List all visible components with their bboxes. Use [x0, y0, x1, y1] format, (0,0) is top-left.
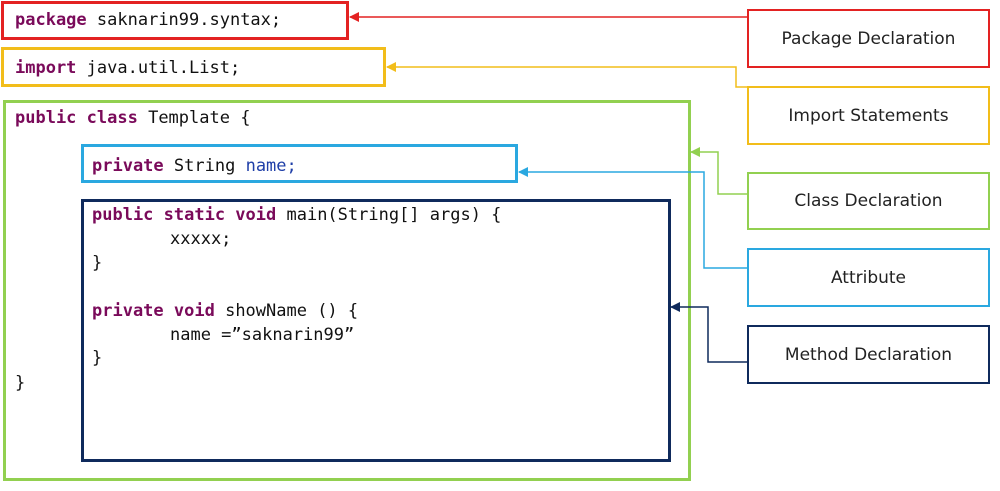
method-arrow [670, 302, 748, 363]
attribute-box [81, 144, 518, 183]
import-box [1, 47, 386, 87]
class-keyword: public class [15, 108, 138, 128]
class-close-brace: } [15, 373, 26, 393]
class-arrow [690, 147, 748, 195]
package-box [1, 1, 349, 40]
main-close-brace: } [92, 253, 103, 273]
import-name: java.util.List; [86, 58, 241, 78]
package-declaration-label: Package Declaration [747, 9, 990, 68]
main-signature-line: public static void main(String[] args) { [92, 205, 501, 225]
showname-close-brace: } [92, 348, 103, 368]
attribute-arrow [518, 167, 748, 269]
method-box [81, 199, 671, 462]
attribute-name: name; [245, 156, 297, 176]
attribute-label: Attribute [747, 248, 990, 307]
class-declaration-label: Class Declaration [747, 172, 990, 230]
main-signature: main(String[] args) { [286, 205, 502, 225]
import-line: import java.util.List; [15, 58, 240, 78]
class-line: public class Template { [15, 108, 250, 128]
import-statements-label: Import Statements [747, 86, 990, 145]
attribute-keyword: private [92, 156, 164, 176]
main-keyword: public static void [92, 205, 277, 225]
import-arrow [386, 62, 748, 88]
attribute-type: String [173, 156, 236, 176]
main-body-line: xxxxx; [170, 229, 232, 249]
import-keyword: import [15, 58, 77, 78]
method-declaration-label: Method Declaration [747, 325, 990, 384]
package-name: saknarin99.syntax; [96, 10, 282, 30]
package-line: package saknarin99.syntax; [15, 10, 281, 30]
showname-body-line: name =”saknarin99” [170, 325, 355, 345]
package-keyword: package [15, 10, 87, 30]
attribute-line: private String name; [92, 156, 297, 176]
class-name: Template { [148, 108, 251, 128]
showname-signature: showName () { [225, 301, 359, 321]
showname-keyword: private void [92, 301, 215, 321]
showname-signature-line: private void showName () { [92, 301, 358, 321]
